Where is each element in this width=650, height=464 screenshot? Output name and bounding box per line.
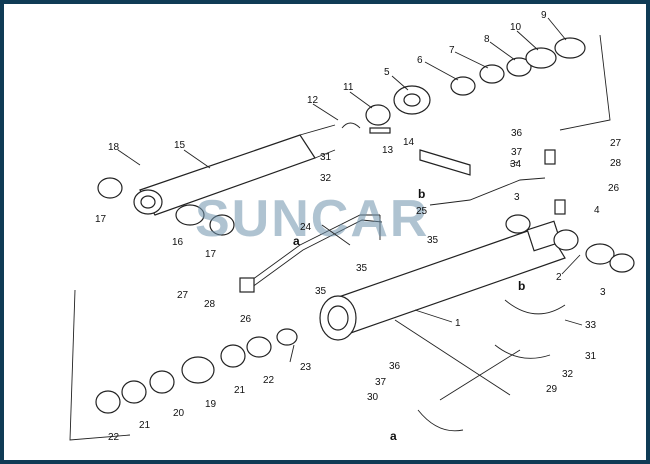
callout-31a: 31 (320, 152, 332, 163)
callout-29: 29 (546, 384, 558, 395)
callout-32b: 32 (562, 369, 574, 380)
watermark-text: SUNCAR (195, 190, 429, 248)
callout-8: 8 (484, 34, 490, 45)
callout-22a: 22 (108, 432, 120, 443)
seal-rings (95, 177, 635, 414)
guide-lines (69, 34, 611, 441)
callout-13: 13 (382, 145, 394, 156)
callout-35b: 35 (356, 263, 368, 274)
callout-6: 6 (417, 55, 423, 66)
callout-2: 2 (556, 272, 562, 283)
callout-34: 34 (510, 159, 522, 170)
callout-35a: 35 (427, 235, 439, 246)
callout-14: 14 (403, 137, 415, 148)
callout-27a: 27 (177, 290, 189, 301)
callout-19: 19 (205, 399, 217, 410)
ref-b-1: b (418, 187, 425, 201)
callout-36a: 36 (511, 128, 523, 139)
callout-28a: 28 (204, 299, 216, 310)
callout-9: 9 (541, 10, 547, 21)
callout-22b: 22 (263, 375, 275, 386)
callout-7: 7 (449, 45, 455, 56)
callout-17b: 17 (205, 249, 217, 260)
callout-30: 30 (367, 392, 379, 403)
callout-12: 12 (307, 95, 319, 106)
callout-37b: 37 (375, 377, 387, 388)
callout-35c: 35 (315, 286, 327, 297)
callout-21b: 21 (234, 385, 246, 396)
callout-26a: 26 (240, 314, 252, 325)
callout-4: 4 (594, 205, 600, 216)
callout-labels: 1 2 3 3 4 5 6 7 8 9 10 11 12 13 14 15 16… (95, 10, 622, 443)
ref-a-2: a (390, 429, 397, 443)
callout-10: 10 (510, 22, 522, 33)
callout-33: 33 (585, 320, 597, 331)
callout-23: 23 (300, 362, 312, 373)
callout-36b: 36 (389, 361, 401, 372)
callout-3b: 3 (600, 287, 606, 298)
callout-37a: 37 (511, 147, 523, 158)
callout-5: 5 (384, 67, 390, 78)
callout-26b: 26 (608, 183, 620, 194)
callout-15: 15 (174, 140, 186, 151)
callout-25: 25 (416, 206, 428, 217)
head-parts (341, 37, 586, 134)
callout-24: 24 (300, 222, 312, 233)
callout-17a: 17 (95, 214, 107, 225)
callout-3a: 3 (514, 192, 520, 203)
callout-1: 1 (455, 318, 461, 329)
callout-32a: 32 (320, 173, 332, 184)
callout-27b: 27 (610, 138, 622, 149)
callout-21a: 21 (139, 420, 151, 431)
reference-letters: a a b b (293, 187, 525, 443)
pipes-and-brackets (239, 149, 566, 432)
callout-20: 20 (173, 408, 185, 419)
leader-lines (117, 17, 583, 363)
cylinder-tube (319, 220, 579, 341)
ref-b-2: b (518, 279, 525, 293)
callout-28b: 28 (610, 158, 622, 169)
callout-11: 11 (343, 82, 354, 93)
callout-18: 18 (108, 142, 120, 153)
callout-16: 16 (172, 237, 184, 248)
piston-rod (133, 124, 336, 216)
callout-31b: 31 (585, 351, 597, 362)
ref-a-1: a (293, 234, 300, 248)
